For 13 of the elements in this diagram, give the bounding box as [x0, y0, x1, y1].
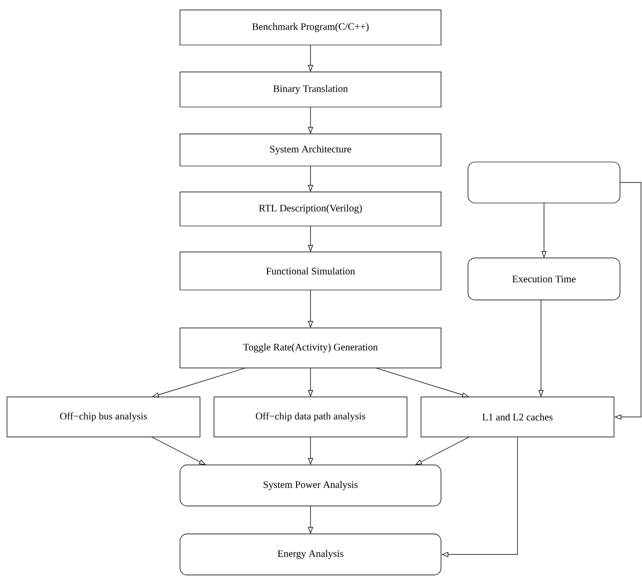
- process-box: Functional Simulation: [180, 252, 442, 290]
- process-box: L1 and L2 caches: [420, 396, 614, 438]
- process-box: Benchmark Program(C/C++): [180, 10, 442, 46]
- process-box: Off−chip data path analysis: [214, 396, 408, 438]
- process-box: Execution Time: [468, 258, 620, 300]
- empty-box: [468, 162, 620, 204]
- process-box: Toggle Rate(Activity) Generation: [180, 328, 442, 368]
- process-box: RTL Description(Verilog): [180, 192, 442, 226]
- process-box: Binary Translation: [180, 72, 442, 108]
- process-box: Off−chip bus analysis: [6, 396, 200, 438]
- process-box: Energy Analysis: [180, 534, 442, 576]
- process-box: System Power Analysis: [180, 464, 442, 506]
- process-box: System Architecture: [180, 134, 442, 166]
